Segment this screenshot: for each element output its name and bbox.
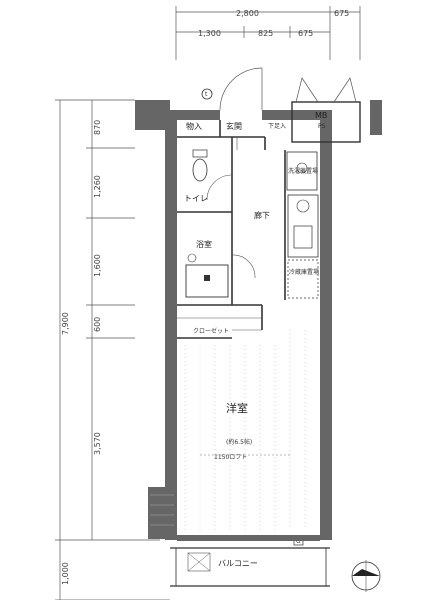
toilet-label: トイレ	[184, 194, 208, 203]
dim-left-seg4: 600	[93, 317, 102, 332]
storage-label: 物入	[186, 121, 202, 131]
bath-label: 浴室	[196, 239, 212, 249]
dim-top-seg3: 675	[298, 29, 313, 38]
balcony-label: バルコニー	[218, 559, 258, 568]
entrance-door-swing	[219, 67, 263, 111]
dim-left-bottom: 1,000	[61, 562, 70, 585]
dim-top-seg1: 1,300	[198, 29, 221, 38]
axis-label-g: G	[296, 538, 301, 545]
loft-label: 1150ロフト	[214, 454, 247, 461]
dim-left-total: 7,900	[61, 312, 70, 335]
left-dimensions	[55, 99, 170, 600]
north-arrow-icon	[351, 560, 381, 592]
dim-left-seg2: 1,260	[93, 175, 102, 198]
room-size-label: (約6.5帖)	[226, 438, 252, 446]
entrance-label: 玄関	[226, 121, 242, 131]
fridge-area	[287, 259, 319, 299]
hallway-label: 廊下	[254, 210, 270, 220]
shoe-box-label: 下足入	[268, 123, 286, 130]
washer-icon	[296, 162, 308, 174]
western-room-label: 洋室	[226, 401, 248, 415]
walls	[135, 100, 382, 541]
dim-top-seg2: 825	[258, 29, 273, 38]
dim-top-right: 675	[334, 9, 349, 18]
closet-label: クローゼット	[193, 327, 229, 335]
stove-burner-icon	[296, 199, 310, 213]
dim-left-seg5: 3,570	[93, 432, 102, 455]
mb-ps-box	[291, 101, 361, 143]
dim-left-seg1: 870	[93, 120, 102, 135]
fridge-label: 冷蔵庫置場	[289, 268, 319, 276]
axis-marker-t	[201, 88, 213, 100]
axis-label-t: t	[205, 91, 208, 98]
ps-label: PS	[318, 123, 326, 130]
bath-drain-icon	[187, 253, 197, 263]
outdoor-unit-icon	[187, 552, 211, 572]
top-dimensions	[175, 6, 361, 60]
washer-label: 洗濯機置場	[288, 167, 318, 175]
sink-icon	[293, 225, 313, 249]
dim-left-seg3: 1,600	[93, 254, 102, 277]
mb-label: MB	[315, 111, 327, 120]
bathtub-icon	[185, 264, 229, 298]
dim-top-total: 2,800	[236, 9, 259, 18]
washer-area	[286, 151, 318, 191]
kitchen-counter	[287, 194, 319, 258]
toilet-bowl-icon	[192, 158, 208, 182]
